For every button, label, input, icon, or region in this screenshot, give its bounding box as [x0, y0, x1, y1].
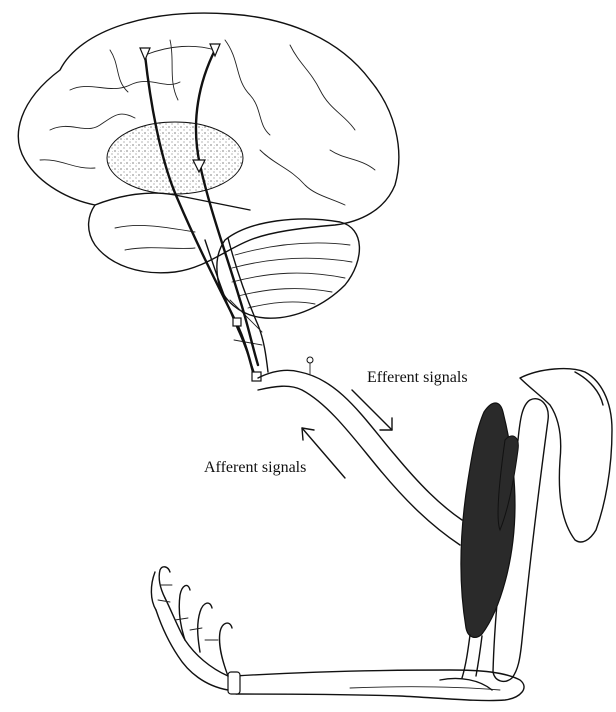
cerebellum — [217, 219, 360, 318]
motor-cortex-area — [107, 122, 243, 194]
afferent-arrow — [302, 428, 345, 478]
forearm — [235, 670, 524, 701]
hand — [151, 567, 232, 690]
shoulder — [520, 369, 612, 542]
arm — [151, 369, 612, 701]
neural-pathways — [140, 44, 261, 381]
afferent-label: Afferent signals — [204, 459, 306, 476]
lateral-fissure — [95, 193, 250, 210]
brain — [18, 13, 398, 273]
efferent-label: Efferent signals — [367, 369, 468, 386]
